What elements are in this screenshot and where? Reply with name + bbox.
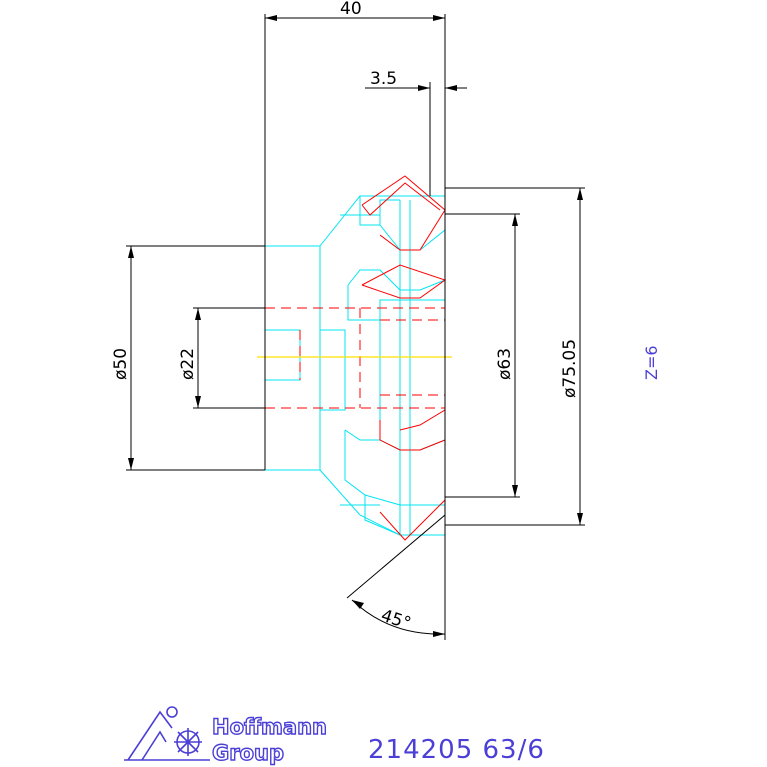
logo-line-1: Hoffmann — [212, 715, 327, 739]
dimension-offset-label: 3.5 — [370, 69, 397, 89]
logo-emblem-icon — [124, 706, 210, 761]
dimension-lines — [126, 14, 585, 640]
part-code: 214205 63/6 — [368, 735, 545, 765]
dimension-hub-diameter-label: ø50 — [111, 348, 131, 380]
tooth-profiles — [265, 175, 447, 541]
hoffmann-logo: Hoffmann Group — [124, 706, 328, 766]
dimension-width-label: 40 — [340, 0, 362, 19]
dimension-inner-diameter-label: ø63 — [495, 348, 515, 380]
dimension-arrows — [128, 15, 583, 637]
dimension-bore-diameter-label: ø22 — [178, 348, 198, 380]
teeth-count-note: Z=6 — [642, 345, 661, 380]
cutter-outline — [264, 195, 446, 536]
dimension-outer-diameter-label: ø75.05 — [560, 339, 580, 398]
logo-line-2: Group — [212, 741, 284, 765]
dimension-angle-label: 45° — [378, 606, 413, 634]
